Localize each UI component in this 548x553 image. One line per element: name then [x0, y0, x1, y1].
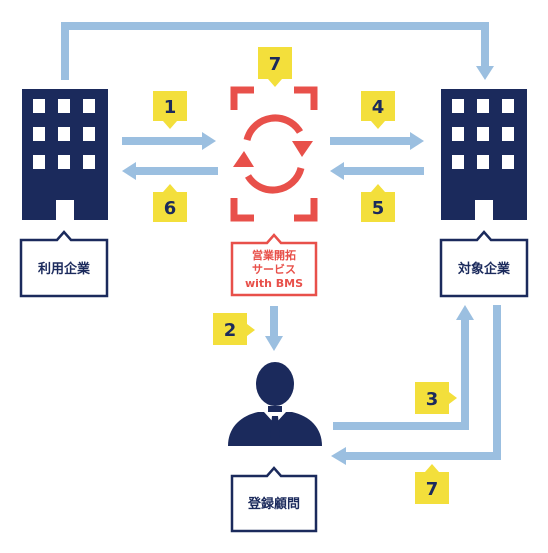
- arrow-5-left: [330, 162, 424, 180]
- arrow-1-right: [122, 132, 216, 150]
- target-building-icon: [441, 89, 527, 220]
- step-badge-4: 4: [361, 91, 395, 129]
- arrow-top-loop: [61, 22, 494, 80]
- step-badge-6: 6: [153, 184, 187, 222]
- service-label-box: 営業開拓 サービス with BMS: [230, 233, 318, 297]
- target-label-box: 対象企業: [439, 230, 529, 298]
- svg-text:6: 6: [164, 198, 177, 219]
- client-label-box: 利用企業: [19, 230, 109, 298]
- arrow-3-up: [333, 305, 474, 430]
- step-badge-1: 1: [153, 91, 187, 129]
- arrow-6-left: [122, 162, 218, 180]
- target-label: 対象企業: [457, 261, 511, 277]
- arrow-7-bottom: [331, 305, 501, 465]
- svg-text:3: 3: [426, 389, 439, 410]
- arrow-4-right: [330, 132, 424, 150]
- svg-text:5: 5: [372, 198, 385, 219]
- svg-text:1: 1: [164, 97, 177, 118]
- client-building-icon: [22, 89, 108, 220]
- svg-text:2: 2: [224, 320, 237, 341]
- service-label-line3: with BMS: [245, 277, 303, 290]
- svg-text:4: 4: [372, 97, 385, 118]
- client-label: 利用企業: [38, 261, 91, 277]
- step-badge-7-top: 7: [258, 47, 292, 87]
- step-badge-2: 2: [213, 313, 255, 345]
- service-cycle-icon: [230, 86, 318, 222]
- advisor-label: 登録顧問: [247, 496, 300, 512]
- advisor-person-icon: [228, 362, 322, 446]
- step-badge-3: 3: [415, 382, 457, 414]
- arrow-2-down: [265, 306, 283, 351]
- svg-text:7: 7: [426, 479, 439, 500]
- svg-text:7: 7: [269, 54, 282, 75]
- step-badge-5: 5: [361, 184, 395, 222]
- service-label-line1: 営業開拓: [252, 248, 296, 262]
- step-badge-7-bottom: 7: [415, 464, 449, 504]
- service-label-line2: サービス: [252, 262, 296, 276]
- advisor-label-box: 登録顧問: [230, 466, 318, 533]
